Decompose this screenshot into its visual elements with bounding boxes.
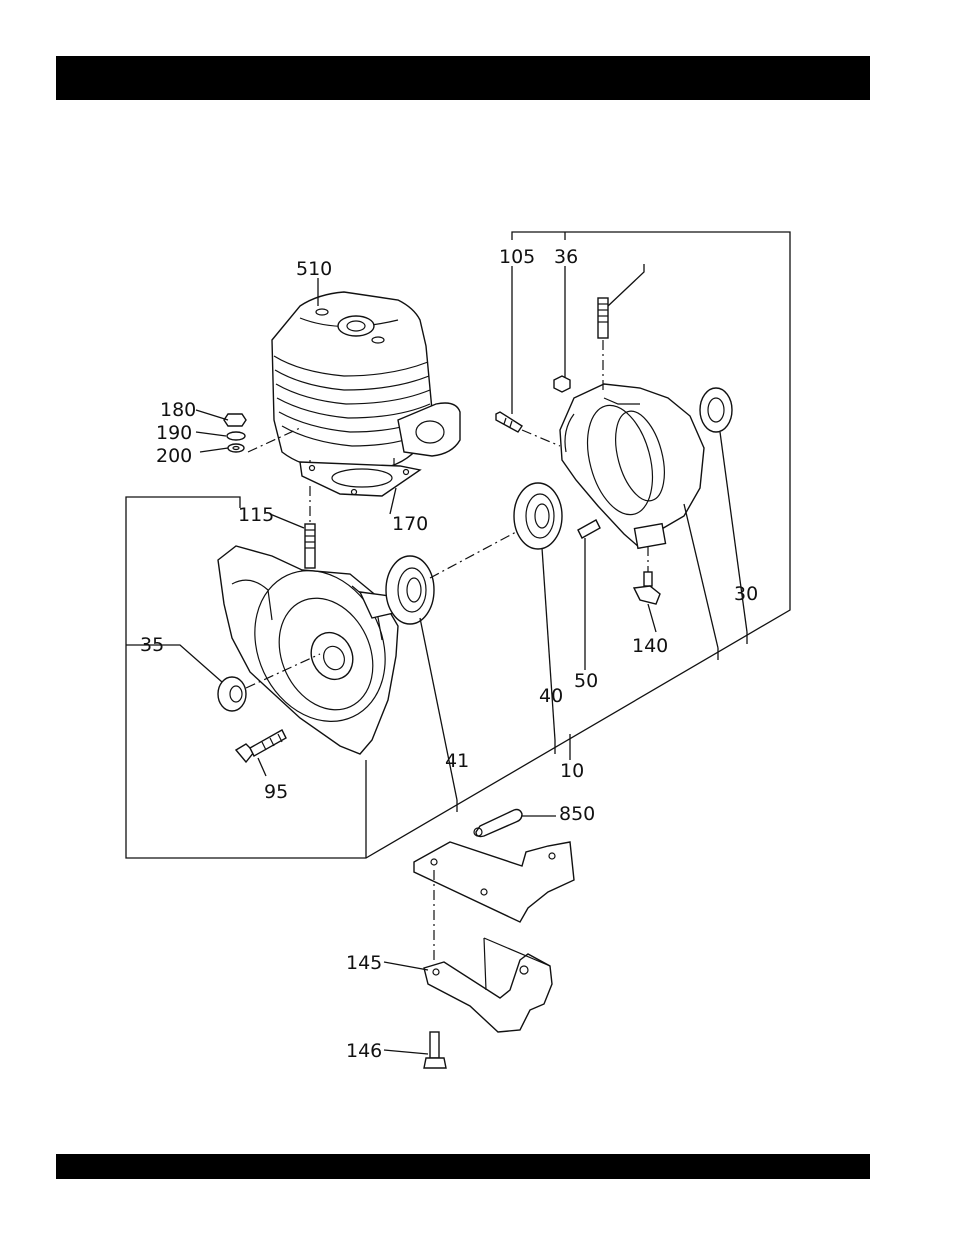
- callout-170: 170: [392, 513, 428, 535]
- bearing-41: [386, 556, 434, 624]
- cylinder-510: [272, 292, 460, 470]
- nut-36: [554, 376, 570, 392]
- bearing-axis-line: [430, 532, 516, 578]
- callout-140: 140: [632, 635, 668, 657]
- lower-bracket-145: [424, 938, 552, 1032]
- callout-510: 510: [296, 258, 332, 280]
- callout-115: 115: [238, 504, 274, 526]
- callout-41: 41: [445, 750, 469, 772]
- callout-146: 146: [346, 1040, 382, 1062]
- bolt-95: [236, 730, 286, 762]
- callout-10: 10: [560, 760, 584, 782]
- oil-seal-35: [218, 677, 246, 711]
- callout-850: 850: [559, 803, 595, 825]
- callout-190: 190: [156, 422, 192, 444]
- pin-105: [496, 412, 522, 432]
- leader-lines: [126, 264, 747, 1054]
- crankcase-left: [218, 546, 409, 754]
- bolt-146: [424, 1032, 446, 1068]
- callout-105: 105: [499, 246, 535, 268]
- crankcase-right: [560, 384, 704, 548]
- callout-36: 36: [554, 246, 578, 268]
- pin-axis-line: [522, 430, 560, 446]
- stud-115: [305, 524, 315, 568]
- callout-40: 40: [539, 685, 563, 707]
- callout-30: 30: [734, 583, 758, 605]
- stud-top: [598, 298, 608, 338]
- callout-95: 95: [264, 781, 288, 803]
- callout-35: 35: [140, 634, 164, 656]
- upper-bracket: [414, 842, 574, 922]
- clip-850: [474, 810, 522, 837]
- dowel-50: [578, 520, 600, 538]
- callout-200: 200: [156, 445, 192, 467]
- callout-50: 50: [574, 670, 598, 692]
- callout-145: 145: [346, 952, 382, 974]
- oil-seal-30: [700, 388, 732, 432]
- gasket-170: [300, 462, 420, 496]
- callout-180: 180: [160, 399, 196, 421]
- fitting-140: [634, 572, 660, 604]
- bearing-40: [514, 483, 562, 549]
